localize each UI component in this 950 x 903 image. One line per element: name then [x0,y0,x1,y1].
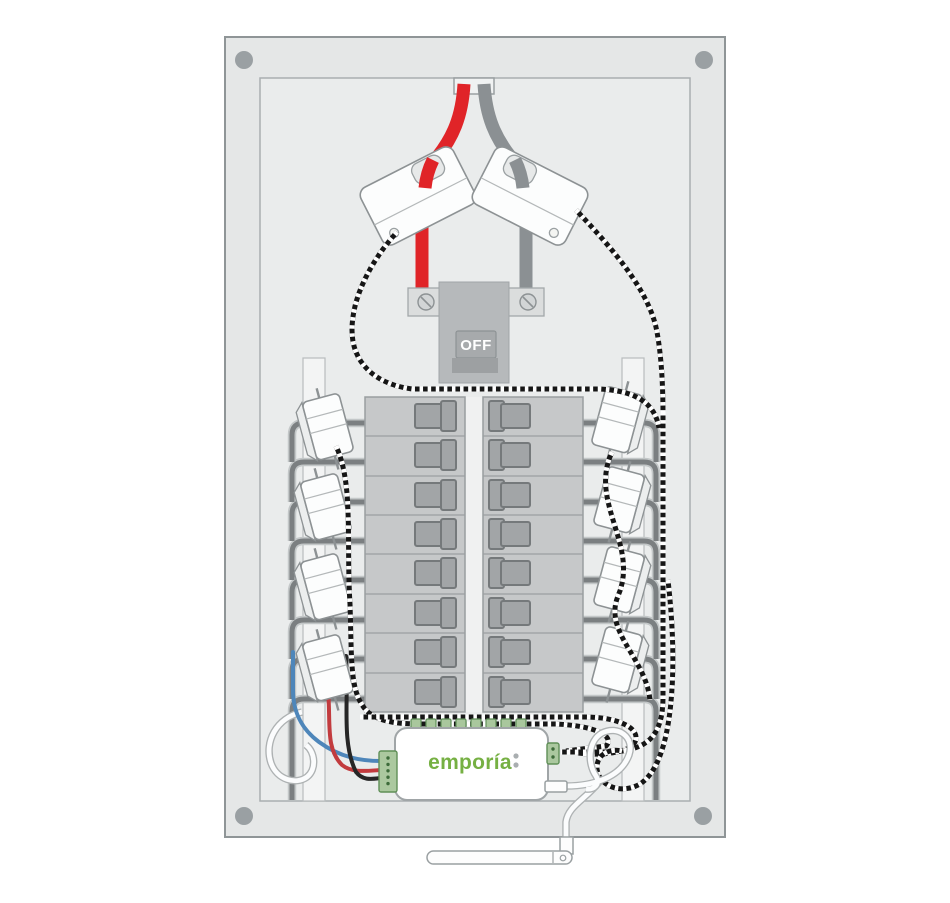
breaker-toggle [414,557,457,589]
breaker-toggle [488,597,531,629]
breaker-row-dividers [365,435,583,674]
breaker-toggle [414,400,457,432]
ct-eyelet [548,227,560,239]
breaker-toggle [414,676,457,708]
emporia-logo: emporía [428,751,512,774]
wire-red-thin [326,688,383,773]
breaker-pedestal [452,358,498,373]
antenna-rod [426,850,573,865]
breaker-toggle [488,518,531,550]
status-led [513,753,519,759]
screw-slot [522,296,534,308]
main-breaker: OFF [407,281,545,384]
vue-energy-monitor: emporía [378,718,560,801]
antenna-cable [544,730,630,845]
breaker-toggle [488,479,531,511]
breaker-toggle [414,479,457,511]
antenna [426,836,574,865]
breaker-toggle [488,400,531,432]
connector-right [546,742,560,765]
antenna-cable-fitting [544,780,568,793]
off-label: OFF [460,337,492,354]
corner-screw-bottom-left [235,807,253,825]
wire-blue-thin [291,650,383,763]
breaker-toggle [414,439,457,471]
breaker-toggle [488,676,531,708]
status-led [513,762,519,768]
breaker-toggle [488,439,531,471]
corner-screw-bottom-right [694,807,712,825]
corner-screw-top-left [235,51,253,69]
breaker-toggle [488,636,531,668]
breaker-toggle [414,518,457,550]
breaker-center-gap [466,397,482,712]
breaker-toggle [488,557,531,589]
main-wire-gray-in-slot [509,157,530,189]
screw-slot [420,296,432,308]
corner-screw-top-right [695,51,713,69]
breaker-toggle [414,597,457,629]
main-wire-red-in-slot [418,157,439,189]
antenna-hinge [559,854,567,862]
breaker-toggle [414,636,457,668]
